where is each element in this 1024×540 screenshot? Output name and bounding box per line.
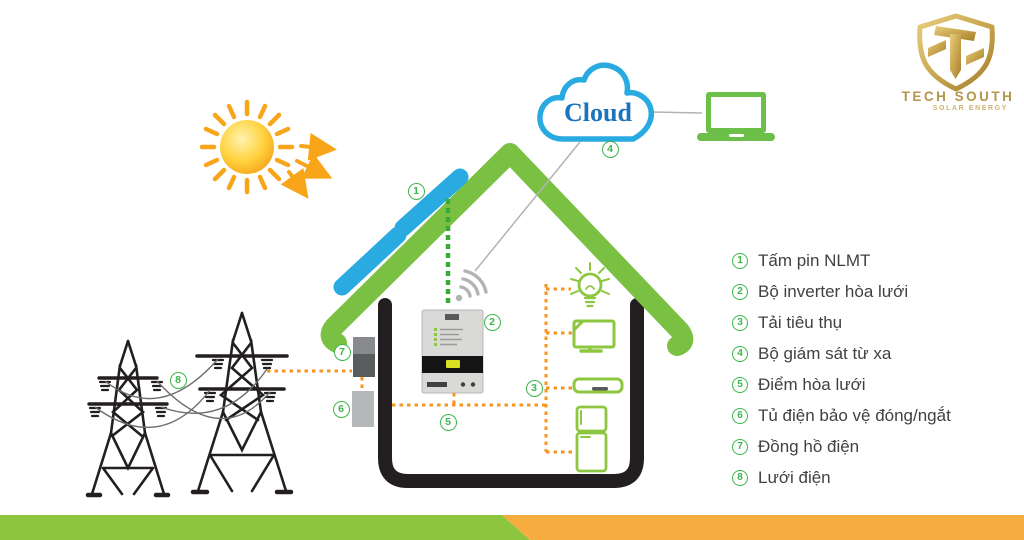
marker-7-meter: 7 [333, 343, 351, 361]
marker-1-solar-panel: 1 [407, 182, 425, 200]
power-tower-icon [85, 311, 294, 498]
legend-label: Tủ điện bảo vệ đóng/ngắt [758, 405, 951, 425]
logo-tagline: SOLAR ENERGY [932, 105, 1008, 112]
logo-title: TECH SOUTH [901, 89, 1015, 104]
legend-number: 3 [732, 314, 748, 331]
cloud-icon [537, 62, 655, 142]
marker-5-grid-tie-point: 5 [439, 413, 457, 431]
legend-item: 5 Điểm hòa lưới [732, 374, 1017, 394]
light-bulb-icon [570, 262, 610, 308]
solar-panel-icon [333, 168, 469, 296]
house-roof [320, 143, 694, 356]
legend-label: Bộ inverter hòa lưới [758, 281, 909, 301]
cloud-label: Cloud [564, 98, 632, 127]
marker-2-inverter: 2 [483, 313, 501, 331]
legend-item: 7 Đồng hồ điện [732, 436, 1017, 456]
marker-4-monitoring: 4 [601, 140, 619, 158]
legend-item: 1 Tấm pin NLMT [732, 250, 1017, 270]
sun-icon [199, 99, 295, 195]
ac-unit-icon [572, 377, 624, 394]
inverter-icon [421, 309, 484, 394]
legend-number: 8 [732, 469, 748, 486]
legend-item: 3 Tải tiêu thụ [732, 312, 1017, 332]
legend-label: Tải tiêu thụ [758, 312, 843, 332]
legend-number: 4 [732, 345, 748, 362]
legend-label: Đồng hồ điện [758, 436, 860, 456]
marker-3-loads: 3 [525, 379, 543, 397]
legend-number: 2 [732, 283, 748, 300]
tv-icon [572, 319, 616, 353]
laptop-icon [697, 92, 775, 141]
legend-item: 8 Lưới điện [732, 467, 1017, 487]
footer-bar [0, 515, 1024, 540]
legend-item: 2 Bộ inverter hòa lưới [732, 281, 1017, 301]
legend-number: 7 [732, 438, 748, 455]
legend-label: Lưới điện [758, 467, 831, 487]
legend-number: 5 [732, 376, 748, 393]
wifi-icon [455, 269, 488, 302]
monitoring-lines [474, 111, 703, 272]
ac-wiring [267, 284, 576, 454]
house-walls [378, 298, 644, 488]
legend-label: Điểm hòa lưới [758, 374, 866, 394]
electric-meter-icon [353, 337, 375, 377]
power-lines-icon [94, 358, 271, 428]
legend-label: Tấm pin NLMT [758, 250, 871, 270]
legend-label: Bộ giám sát từ xa [758, 343, 892, 363]
sunlight-arrows-icon [280, 132, 337, 199]
logo-shield-icon [917, 13, 995, 92]
breaker-box-icon [352, 391, 374, 427]
fridge-icon [575, 405, 608, 473]
legend-item: 6 Tủ điện bảo vệ đóng/ngắt [732, 405, 1017, 425]
legend-number: 6 [732, 407, 748, 424]
legend-item: 4 Bộ giám sát từ xa [732, 343, 1017, 363]
legend: 1 Tấm pin NLMT 2 Bộ inverter hòa lưới 3 … [732, 250, 1017, 500]
marker-8-grid: 8 [169, 371, 187, 389]
legend-number: 1 [732, 252, 748, 269]
marker-6-breaker-box: 6 [332, 400, 350, 418]
